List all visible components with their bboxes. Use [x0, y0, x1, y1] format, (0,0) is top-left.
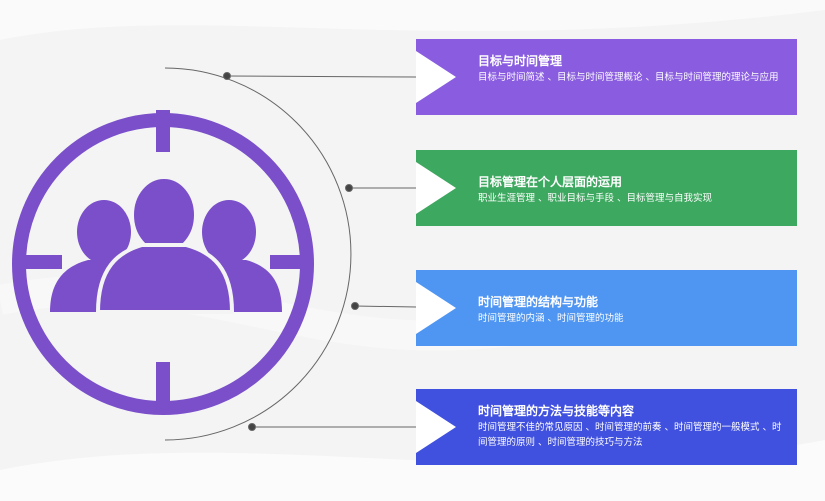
card-title: 目标管理在个人层面的运用	[478, 175, 623, 189]
play-arrow-icon	[416, 401, 456, 453]
play-arrow-icon	[416, 51, 456, 103]
card-description: 时间管理不佳的常见原因 、时间管理的前奏 、时间管理的一般模式 、时间管理的原则…	[478, 422, 782, 448]
card-title: 时间管理的结构与功能	[478, 295, 599, 309]
card-title: 时间管理的方法与技能等内容	[478, 404, 635, 418]
play-arrow-icon	[416, 282, 456, 334]
topic-card-2: 目标管理在个人层面的运用 职业生涯管理 、职业目标与手段 、目标管理与自我实现	[416, 150, 797, 226]
card-title: 目标与时间管理	[478, 54, 563, 68]
people-target-icon	[12, 110, 314, 415]
topic-card-1: 目标与时间管理 目标与时间简述 、目标与时间管理概论 、目标与时间管理的理论与应…	[416, 39, 797, 115]
card-description: 时间管理的内涵 、时间管理的功能	[478, 313, 624, 324]
card-description: 职业生涯管理 、职业目标与手段 、目标管理与自我实现	[478, 193, 713, 204]
play-arrow-icon	[416, 162, 456, 214]
card-description: 目标与时间简述 、目标与时间管理概论 、目标与时间管理的理论与应用	[478, 72, 779, 83]
topic-card-4: 时间管理的方法与技能等内容 时间管理不佳的常见原因 、时间管理的前奏 、时间管理…	[416, 389, 797, 465]
connector-arc	[164, 67, 352, 441]
connector-lines	[223, 72, 417, 431]
topic-card-3: 时间管理的结构与功能 时间管理的内涵 、时间管理的功能	[416, 270, 797, 346]
